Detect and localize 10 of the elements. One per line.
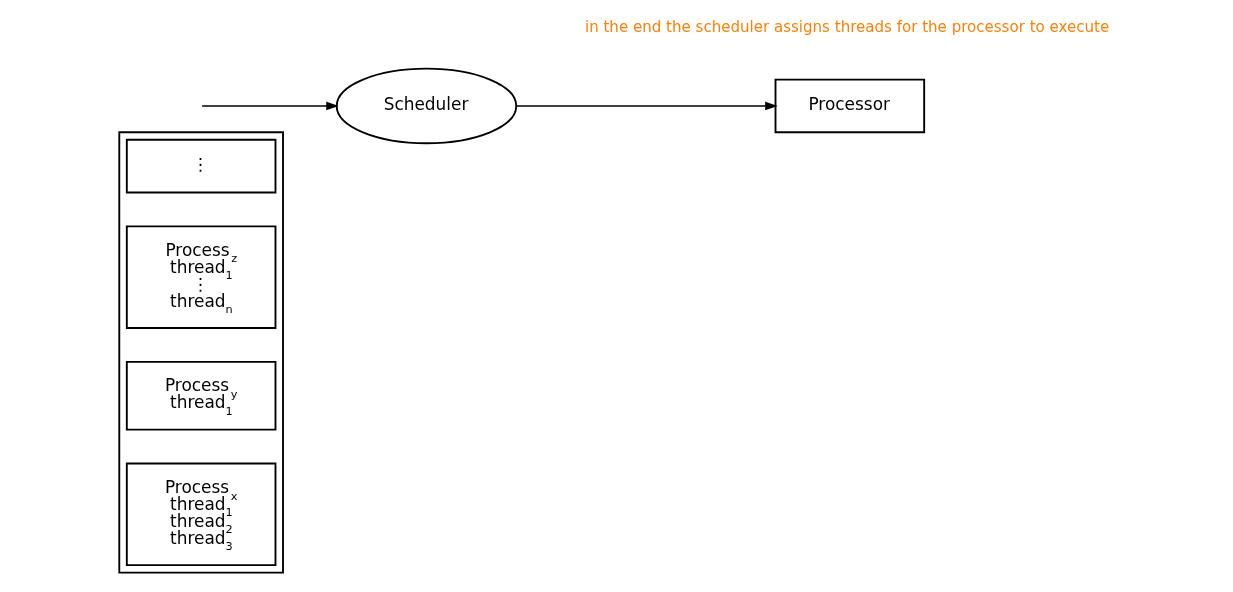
node-box: Process$_{x}$ thread$_{1}$ thread$_{2}$ thread$_{3}$ <box>125 462 276 567</box>
arrow <box>200 101 339 111</box>
arrow <box>515 101 778 111</box>
cluster <box>117 131 284 574</box>
node-box: Process$_{z}$ thread$_{1}$ ⋮ thread$_{n}$ <box>125 225 276 329</box>
node-box: Process$_{y}$ thread$_{1}$ <box>125 360 276 431</box>
node-box: Processor <box>774 78 925 134</box>
label: in the end the scheduler assigns threads for the processor to execute <box>584 18 1109 37</box>
node-ellipse: Scheduler <box>335 67 517 145</box>
node-box: ⋮ <box>125 138 276 194</box>
